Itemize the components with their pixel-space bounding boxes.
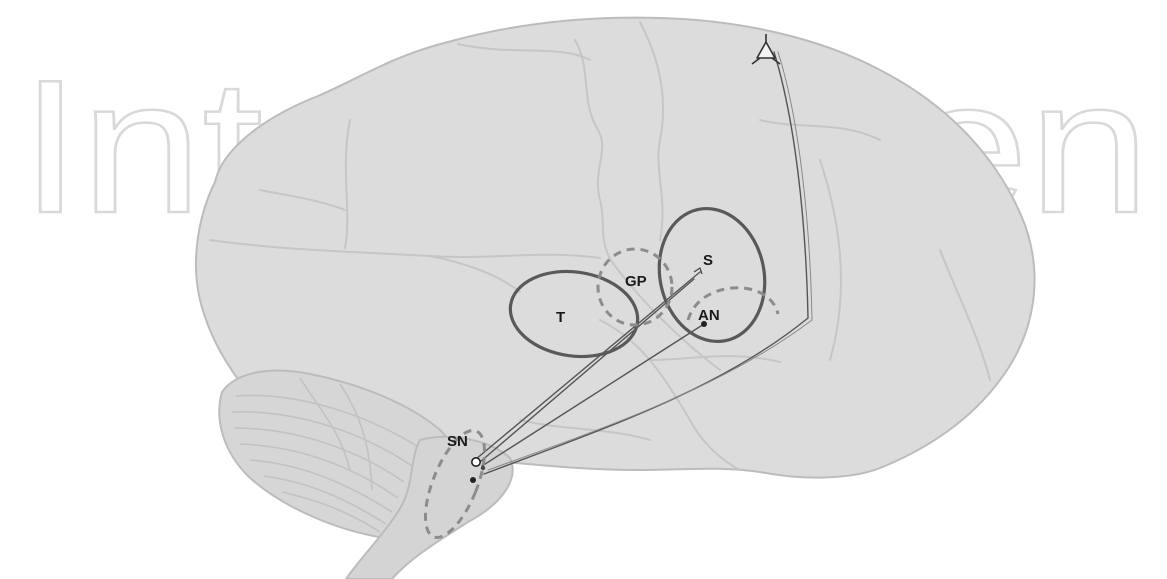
region-sn-outline — [423, 429, 487, 539]
label-an: AN — [698, 307, 720, 324]
pyramidal-neuron-icon — [751, 34, 781, 65]
region-t-outline — [508, 269, 640, 359]
region-s-outline — [657, 206, 767, 344]
region-gp-outline — [596, 247, 674, 327]
pathway-sn-to-an — [481, 323, 705, 467]
dashed-regions — [423, 247, 780, 539]
sn-neuron-filled — [470, 477, 476, 483]
solid-regions — [508, 206, 767, 359]
pathway-sn-to-cortex — [483, 51, 809, 475]
pathway-sn-to-s — [475, 271, 701, 460]
sn-neuron-small — [480, 465, 486, 471]
pathways — [475, 51, 813, 475]
pathway-cortex-return — [487, 51, 813, 471]
sn-neuron-open — [470, 456, 481, 467]
s-terminal — [693, 267, 703, 275]
region-labels: T GP S AN SN — [447, 252, 720, 450]
label-gp: GP — [625, 273, 647, 290]
label-s: S — [703, 252, 713, 269]
region-an-outline — [686, 286, 780, 321]
an-neuron-filled — [701, 321, 707, 327]
brain-silhouette — [195, 16, 1036, 579]
sulci — [209, 21, 991, 471]
label-sn: SN — [447, 433, 468, 450]
neuron-somata — [470, 267, 707, 483]
label-t: T — [556, 309, 565, 326]
cerebellum-folia — [231, 377, 421, 533]
pathway-sn-to-s-2 — [479, 278, 695, 463]
